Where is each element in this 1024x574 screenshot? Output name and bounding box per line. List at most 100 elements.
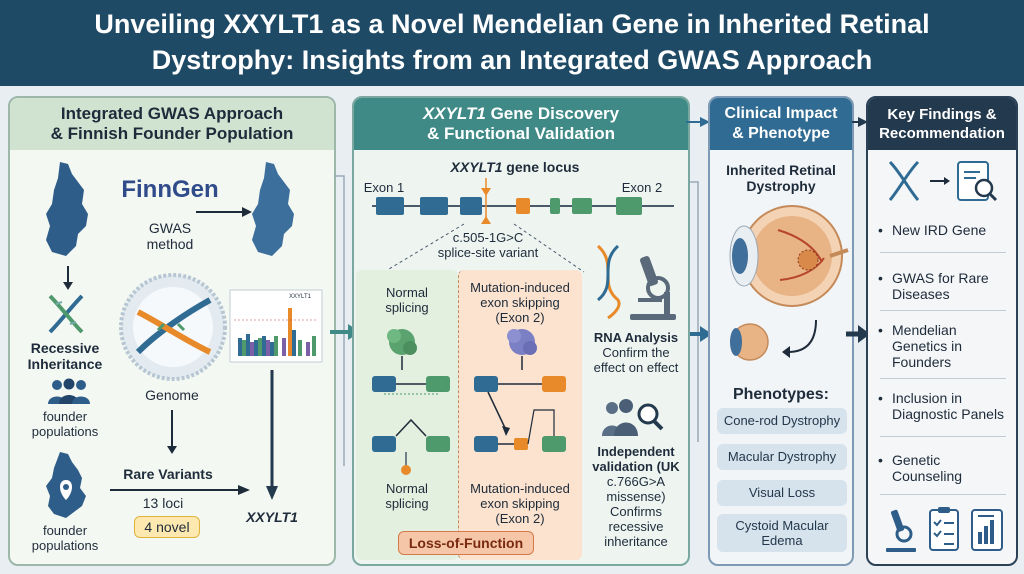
finding-5-line1: Genetic (892, 452, 941, 468)
mutation-splicing-bottom: Mutation-induced exon skipping (Exon 2) (460, 481, 580, 526)
finding-4-line1: Inclusion in (892, 390, 963, 406)
eye-small-icon (730, 323, 769, 361)
recessive-inheritance-label: Recessive Inheritance (20, 340, 110, 372)
dna-report-icon (888, 160, 998, 202)
finding-5-line2: Counseling (892, 468, 963, 484)
phenotype-macular: Macular Dystrophy (717, 444, 847, 470)
panel4-header: Key Findings & Recommendation (868, 98, 1016, 150)
finding-diagnostic-panels: • Inclusion in Diagnostic Panels (878, 390, 1016, 422)
genome-dna-icon (119, 273, 227, 381)
panel1-header-line2: & Finnish Founder Population (50, 124, 294, 143)
microscope-icon (630, 256, 676, 320)
mutation-splicing-top: Mutation-induced exon skipping (Exon 2) (460, 280, 580, 325)
normal-bot-line1: Normal (386, 481, 428, 496)
panel3-header-line2: & Phenotype (732, 125, 830, 142)
plot-peak-label: XXYLT1 (289, 294, 311, 300)
arrow-down-icon-2 (167, 410, 177, 454)
connector-arrow-2 (686, 117, 712, 442)
ird-line1: Inherited Retinal (726, 162, 836, 178)
gene-locus-diagram (372, 178, 674, 273)
finding-genetic-counseling: • Genetic Counseling (878, 452, 1016, 484)
panel2-header-line2: & Functional Validation (427, 124, 615, 143)
panel1-header-line1: Integrated GWAS Approach (60, 104, 284, 123)
panel1-header: Integrated GWAS Approach & Finnish Found… (10, 98, 334, 150)
finding-gwas-rare: • GWAS for Rare Diseases (878, 270, 1016, 302)
mutation-splicing-box (458, 270, 582, 560)
panel3-header-line1: Clinical Impact (724, 105, 838, 122)
finland-map-icon (46, 162, 88, 256)
connector-arrow-3 (846, 117, 870, 343)
panel2-header: XXYLT1 Gene Discovery & Functional Valid… (354, 98, 688, 150)
founder-2-line2: populations (31, 538, 99, 553)
finding-1-text: New IRD Gene (892, 222, 987, 238)
clipboard-icon (929, 507, 959, 551)
rna-line1: Confirm the (602, 345, 670, 360)
divider-4 (880, 436, 1006, 437)
finding-2-line1: GWAS for Rare (892, 270, 989, 286)
panel2-header-line1: XXYLT1 Gene Discovery (354, 104, 688, 124)
finding-4-line2: Diagnostic Panels (892, 406, 1005, 422)
arrow-right-icon-2 (110, 485, 250, 495)
finding-new-ird-gene: • New IRD Gene (878, 222, 1016, 238)
loci-count: 13 loci (142, 495, 184, 511)
finding-mendelian: • Mendelian Genetics in Founders (878, 322, 1016, 370)
normal-splicing-box (356, 270, 458, 560)
arrow-right-icon (196, 207, 252, 217)
report-chart-icon (971, 509, 1003, 551)
splicing-diagrams (372, 329, 566, 475)
normal-bot-line2: splicing (385, 496, 429, 511)
ird-line2: Dystrophy (746, 178, 816, 194)
bullet-3: • (878, 322, 883, 338)
title-line-1: Unveiling XXYLT1 as a Novel Mendelian Ge… (94, 9, 930, 39)
gwas-line1: GWAS (148, 220, 192, 236)
bullet-1: • (878, 222, 883, 238)
independent-validation-block: Independent validation (UK c.766G>A miss… (584, 444, 688, 549)
arrow-down-icon (63, 266, 73, 290)
finding-3-line2: Genetics in (892, 338, 963, 354)
variant-line2: splice-site variant (437, 245, 539, 260)
finngen-logo: FinnGen (121, 176, 219, 203)
title-line-2: Dystrophy: Insights from an Integrated G… (151, 45, 873, 75)
panel2-header-rest: Gene Discovery (485, 104, 620, 123)
magnifier-people-icon (602, 399, 664, 436)
panel2-header-gene: XXYLT1 (422, 104, 486, 123)
page-title: Unveiling XXYLT1 as a Novel Mendelian Ge… (0, 0, 1024, 86)
phenotypes-title: Phenotypes: (732, 386, 829, 403)
phenotype-cone-rod: Cone-rod Dystrophy (717, 408, 847, 434)
variant-label: c.505-1G>C splice-site variant (418, 230, 558, 260)
recessive-line1: Recessive (30, 340, 100, 356)
normal-splicing-bottom: Normal splicing (360, 481, 454, 511)
finland-map-pin-icon (46, 452, 86, 518)
indep-line6: recessive (608, 519, 664, 534)
normal-splicing-top: Normal splicing (360, 285, 454, 315)
cme-line2: Edema (761, 533, 803, 548)
rna-analysis-block: RNA Analysis Confirm the effect on effec… (586, 330, 686, 375)
mut-top-line3: (Exon 2) (495, 310, 545, 325)
panel4-header-line1: Key Findings & (887, 106, 997, 123)
novel-badge: 4 novel (134, 516, 200, 538)
exon2-label: Exon 2 (621, 180, 663, 195)
locus-rest: gene locus (502, 159, 580, 175)
panel4-header-line2: Recommendation (879, 125, 1005, 142)
manhattan-plot-icon (229, 289, 323, 363)
founder-populations-label-1: founder populations (18, 409, 112, 439)
divider-1 (880, 252, 1006, 253)
recessive-line2: Inheritance (27, 356, 103, 372)
genome-label: Genome (145, 387, 199, 403)
divider-5 (880, 494, 1006, 495)
indep-line5: Confirms (609, 504, 662, 519)
indep-line4: missense) (606, 489, 666, 504)
ird-label: Inherited Retinal Dystrophy (712, 162, 850, 194)
variant-line1: c.505-1G>C (452, 230, 524, 245)
rna-line2: effect on effect (593, 360, 679, 375)
exon1-label: Exon 1 (363, 180, 405, 195)
phenotype-visual-loss: Visual Loss (717, 480, 847, 506)
phenotype-cme: Cystoid Macular Edema (717, 514, 847, 552)
panel-key-findings: Key Findings & Recommendation (866, 96, 1018, 566)
finding-3-line3: Founders (892, 354, 952, 370)
founder-2-line1: founder (42, 523, 88, 538)
founder-1-line2: populations (31, 424, 99, 439)
arrow-down-icon-3 (266, 370, 278, 500)
panel3-header: Clinical Impact & Phenotype (710, 98, 852, 150)
cme-line1: Cystoid Macular (735, 518, 829, 533)
